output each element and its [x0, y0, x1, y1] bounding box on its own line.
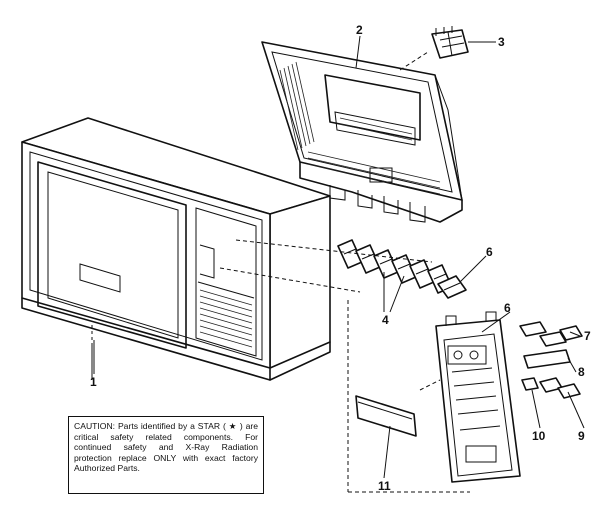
control-panel-part-6b [435, 311, 521, 483]
cabinet-part-1 [21, 117, 331, 381]
caution-note: CAUTION: Parts identified by a STAR ( ★ … [68, 416, 264, 494]
connector-part-3 [431, 26, 469, 59]
caution-text: CAUTION: Parts identified by a STAR ( ★ … [74, 421, 258, 474]
callout-11: 11 [378, 479, 391, 493]
callout-4: 4 [382, 313, 389, 327]
buttons-part-9 [539, 377, 581, 399]
callout-3: 3 [498, 35, 505, 49]
callout-10: 10 [532, 429, 546, 443]
callout-7: 7 [584, 329, 591, 343]
back-frame-part-2 [261, 41, 463, 223]
callout-8: 8 [578, 365, 585, 379]
button-part-10 [521, 377, 539, 391]
callout-6a: 6 [486, 245, 493, 259]
leader-lines [93, 35, 585, 479]
bar-part-8 [523, 349, 571, 369]
callout-9: 9 [578, 429, 585, 443]
cabinet-speaker-grille [199, 289, 253, 348]
callout-6b: 6 [504, 301, 511, 315]
callout-2: 2 [356, 23, 363, 37]
assembly-lines [219, 51, 470, 493]
callout-1: 1 [90, 375, 97, 389]
knob-row-part-4 [337, 239, 453, 294]
buttons-part-7 [519, 321, 583, 347]
door-cover-part-11 [355, 395, 417, 437]
clip-part-6a [437, 275, 467, 299]
